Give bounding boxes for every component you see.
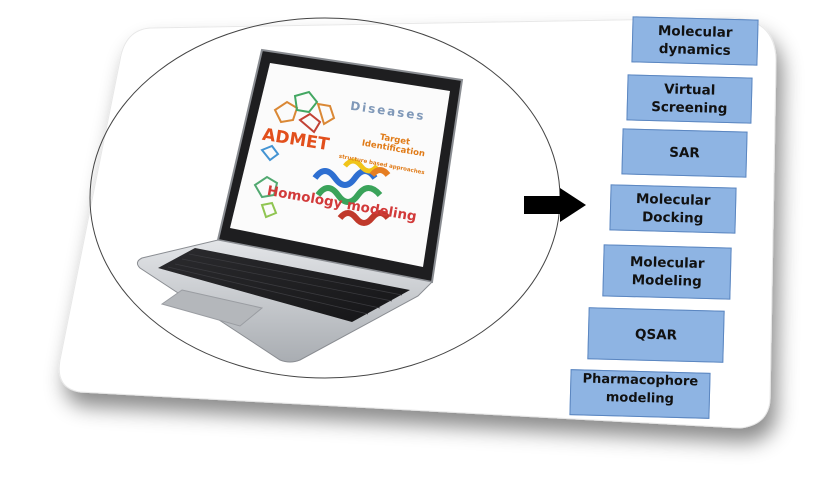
method-box-molecular-docking: Molecular Docking xyxy=(609,184,737,234)
method-box-virtual-screening: Virtual Screening xyxy=(626,74,753,124)
method-box-molecular-dynamics: Molecular dynamics xyxy=(631,16,759,66)
laptop-icon xyxy=(136,48,464,363)
flow-arrow xyxy=(524,188,586,222)
molecule-graphic xyxy=(253,90,336,219)
method-box-qsar: QSAR xyxy=(587,307,725,363)
method-box-molecular-modeling: Molecular Modeling xyxy=(602,244,732,300)
method-box-sar: SAR xyxy=(621,128,748,178)
protein-graphic xyxy=(312,158,391,226)
method-box-pharmacophore-modeling: Pharmacophore modeling xyxy=(569,369,711,419)
